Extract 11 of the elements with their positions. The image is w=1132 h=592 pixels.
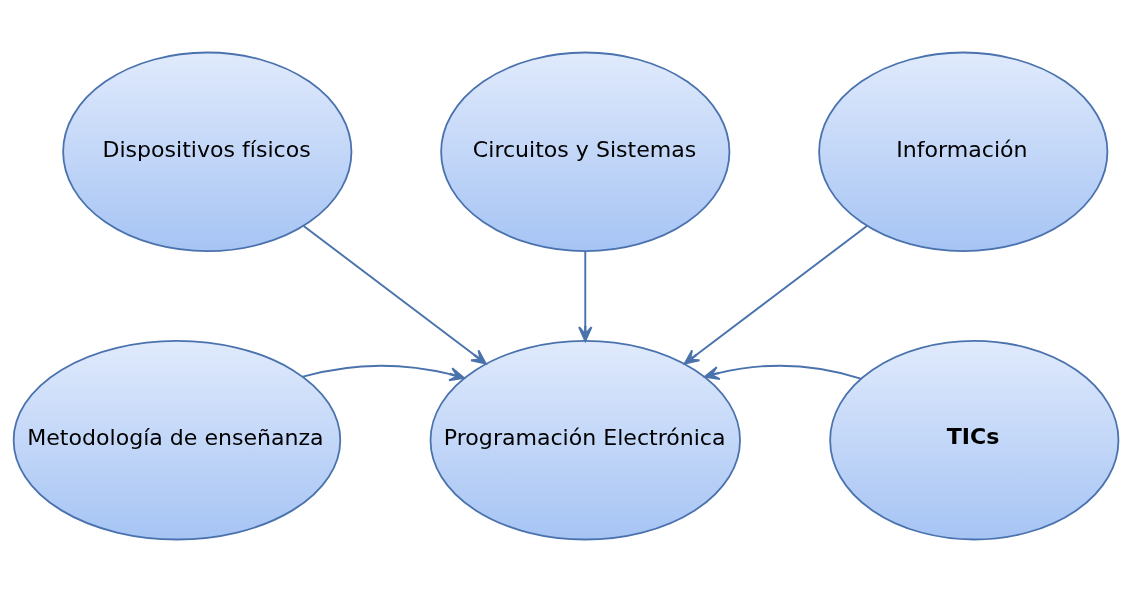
arrow bbox=[683, 225, 868, 365]
node-ellipse: Programación Electrónica bbox=[429, 339, 741, 541]
node-ellipse: Dispositivos físicos bbox=[62, 51, 353, 253]
arrow bbox=[302, 364, 465, 382]
arrow bbox=[578, 250, 593, 342]
arrow bbox=[703, 364, 862, 381]
node-ellipse: Circuitos y Sistemas bbox=[440, 51, 731, 253]
node-ellipse: Información bbox=[818, 51, 1109, 253]
node-ellipse: Metodología de enseñanza bbox=[12, 339, 342, 541]
arrow bbox=[302, 225, 487, 365]
node-ellipse: TICs bbox=[829, 339, 1120, 541]
